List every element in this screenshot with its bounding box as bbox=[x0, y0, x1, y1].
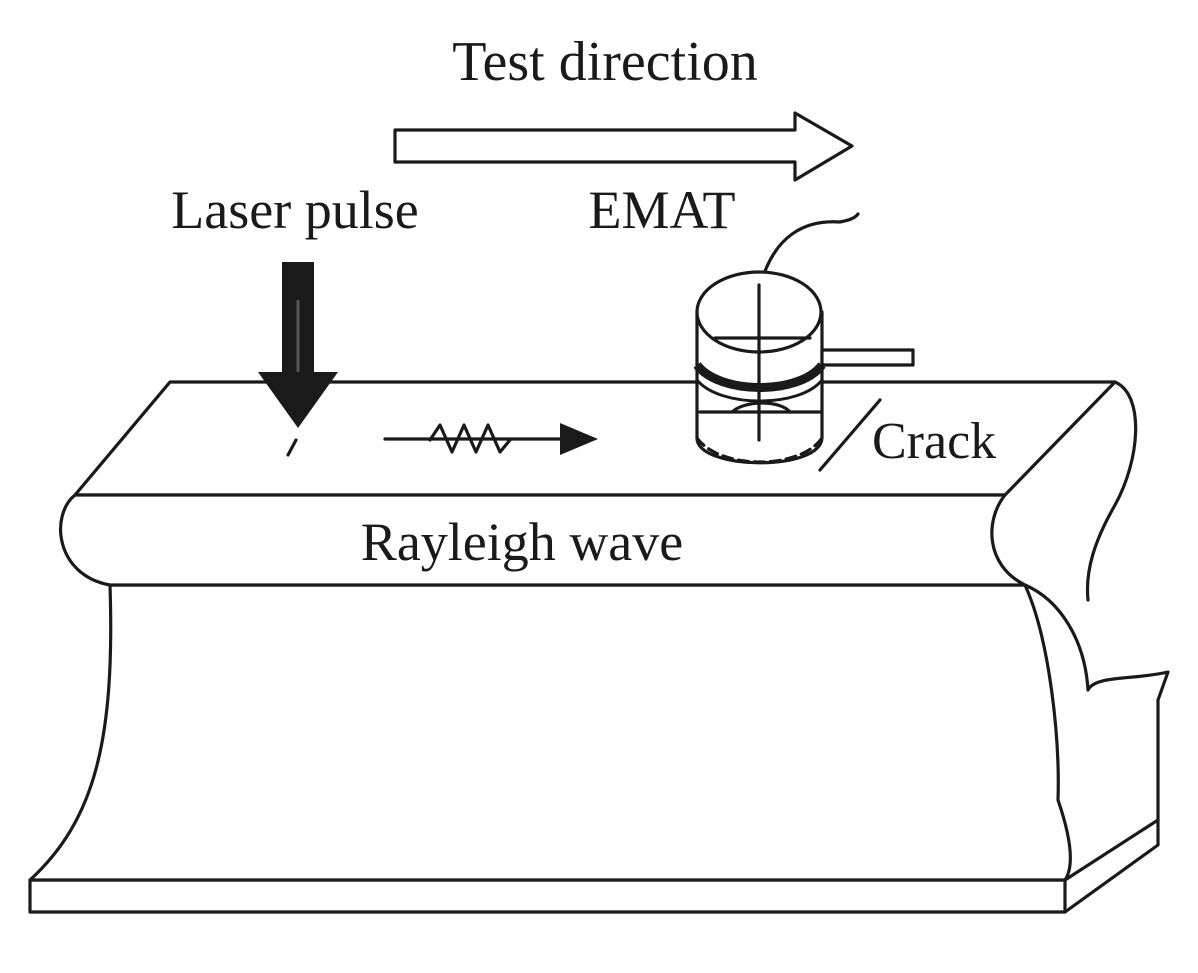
rail-web bbox=[28, 583, 1072, 882]
test-direction-arrow bbox=[393, 111, 854, 182]
rail-head-side bbox=[1085, 380, 1138, 602]
laser-pulse-label: Laser pulse bbox=[171, 180, 418, 240]
emat-label: EMAT bbox=[589, 180, 736, 240]
crack-label: Crack bbox=[872, 413, 996, 470]
rail-web-side bbox=[1023, 583, 1170, 822]
laser-pulse-arrow bbox=[258, 262, 338, 457]
rail-head-front bbox=[59, 493, 1027, 587]
emat-sensor bbox=[693, 212, 915, 465]
crack-mark bbox=[818, 398, 882, 472]
rayleigh-wave-arrow bbox=[383, 423, 598, 455]
rail bbox=[28, 380, 1170, 914]
rayleigh-wave-label: Rayleigh wave bbox=[361, 512, 683, 572]
test-direction-label: Test direction bbox=[452, 31, 758, 93]
